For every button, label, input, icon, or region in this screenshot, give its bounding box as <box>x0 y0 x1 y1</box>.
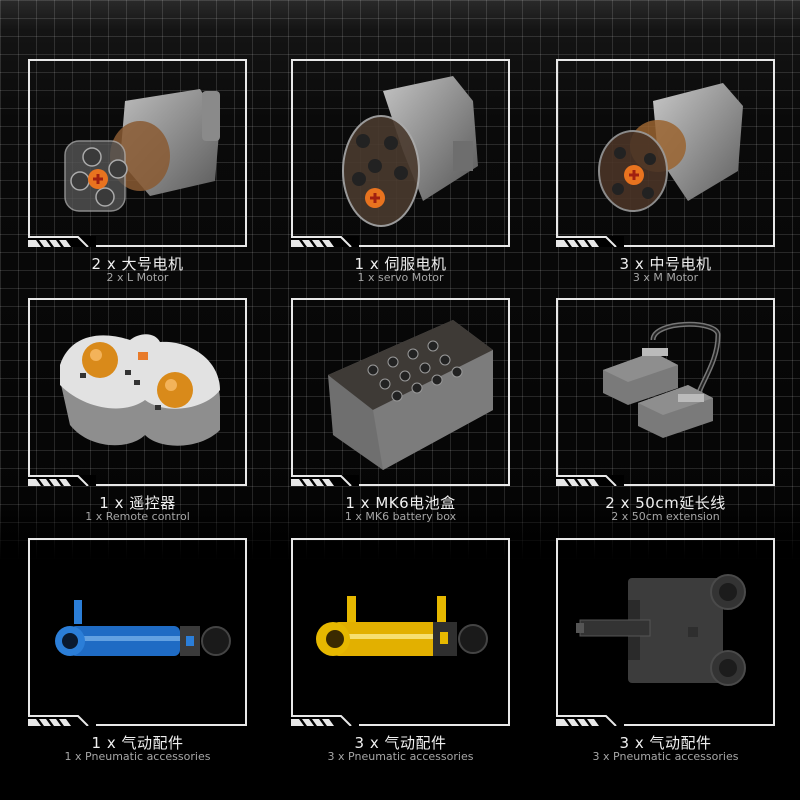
product-name-en: 3 x M Motor <box>632 271 699 284</box>
product-name-cn: 3 x 气动配件 <box>619 734 712 752</box>
frame-corner-stripes <box>556 475 624 486</box>
product-frame <box>28 538 247 726</box>
frame-corner-stripes <box>291 715 359 726</box>
product-name-cn: 1 x 遥控器 <box>99 494 176 512</box>
battery-box-icon <box>328 320 493 470</box>
product-frame <box>556 59 775 247</box>
blue-pneumatic-cylinder-icon <box>55 600 231 656</box>
extension-cable-icon <box>603 321 721 438</box>
frame-corner-stripes <box>28 475 96 486</box>
l-motor-icon <box>64 89 220 212</box>
product-frame <box>28 59 247 247</box>
pneumatic-switch-icon <box>576 574 746 686</box>
servo-motor-icon <box>342 76 478 227</box>
product-name-cn: 3 x 中号电机 <box>619 255 712 273</box>
frame-corner-stripes <box>28 236 96 247</box>
frame-corner-stripes <box>291 475 359 486</box>
product-frame <box>556 538 775 726</box>
m-motor-icon <box>598 83 743 212</box>
product-name-en: 3 x Pneumatic accessories <box>592 750 739 763</box>
product-name-cn: 1 x MK6电池盒 <box>345 494 456 512</box>
product-name-en: 1 x Remote control <box>85 510 190 523</box>
product-name-en: 1 x MK6 battery box <box>344 510 457 523</box>
product-name-en: 2 x 50cm extension <box>611 510 720 523</box>
frame-corner-stripes <box>28 715 96 726</box>
frame-corner-stripes <box>556 236 624 247</box>
product-frame <box>291 59 510 247</box>
product-name-en: 3 x Pneumatic accessories <box>327 750 474 763</box>
product-name-cn: 2 x 大号电机 <box>91 255 184 273</box>
remote-control-icon <box>60 334 220 446</box>
product-name-cn: 3 x 气动配件 <box>354 734 447 752</box>
yellow-pneumatic-cylinder-icon <box>316 596 488 656</box>
product-name-cn: 2 x 50cm延长线 <box>605 494 726 512</box>
frame-corner-stripes <box>291 236 359 247</box>
product-name-en: 1 x servo Motor <box>357 271 444 284</box>
product-frame <box>291 298 510 486</box>
product-frame <box>291 538 510 726</box>
product-name-cn: 1 x 伺服电机 <box>354 255 447 273</box>
product-name-cn: 1 x 气动配件 <box>91 734 184 752</box>
product-name-en: 1 x Pneumatic accessories <box>64 750 211 763</box>
product-frame <box>556 298 775 486</box>
product-frame <box>28 298 247 486</box>
product-name-en: 2 x L Motor <box>106 271 169 284</box>
frame-corner-stripes <box>556 715 624 726</box>
